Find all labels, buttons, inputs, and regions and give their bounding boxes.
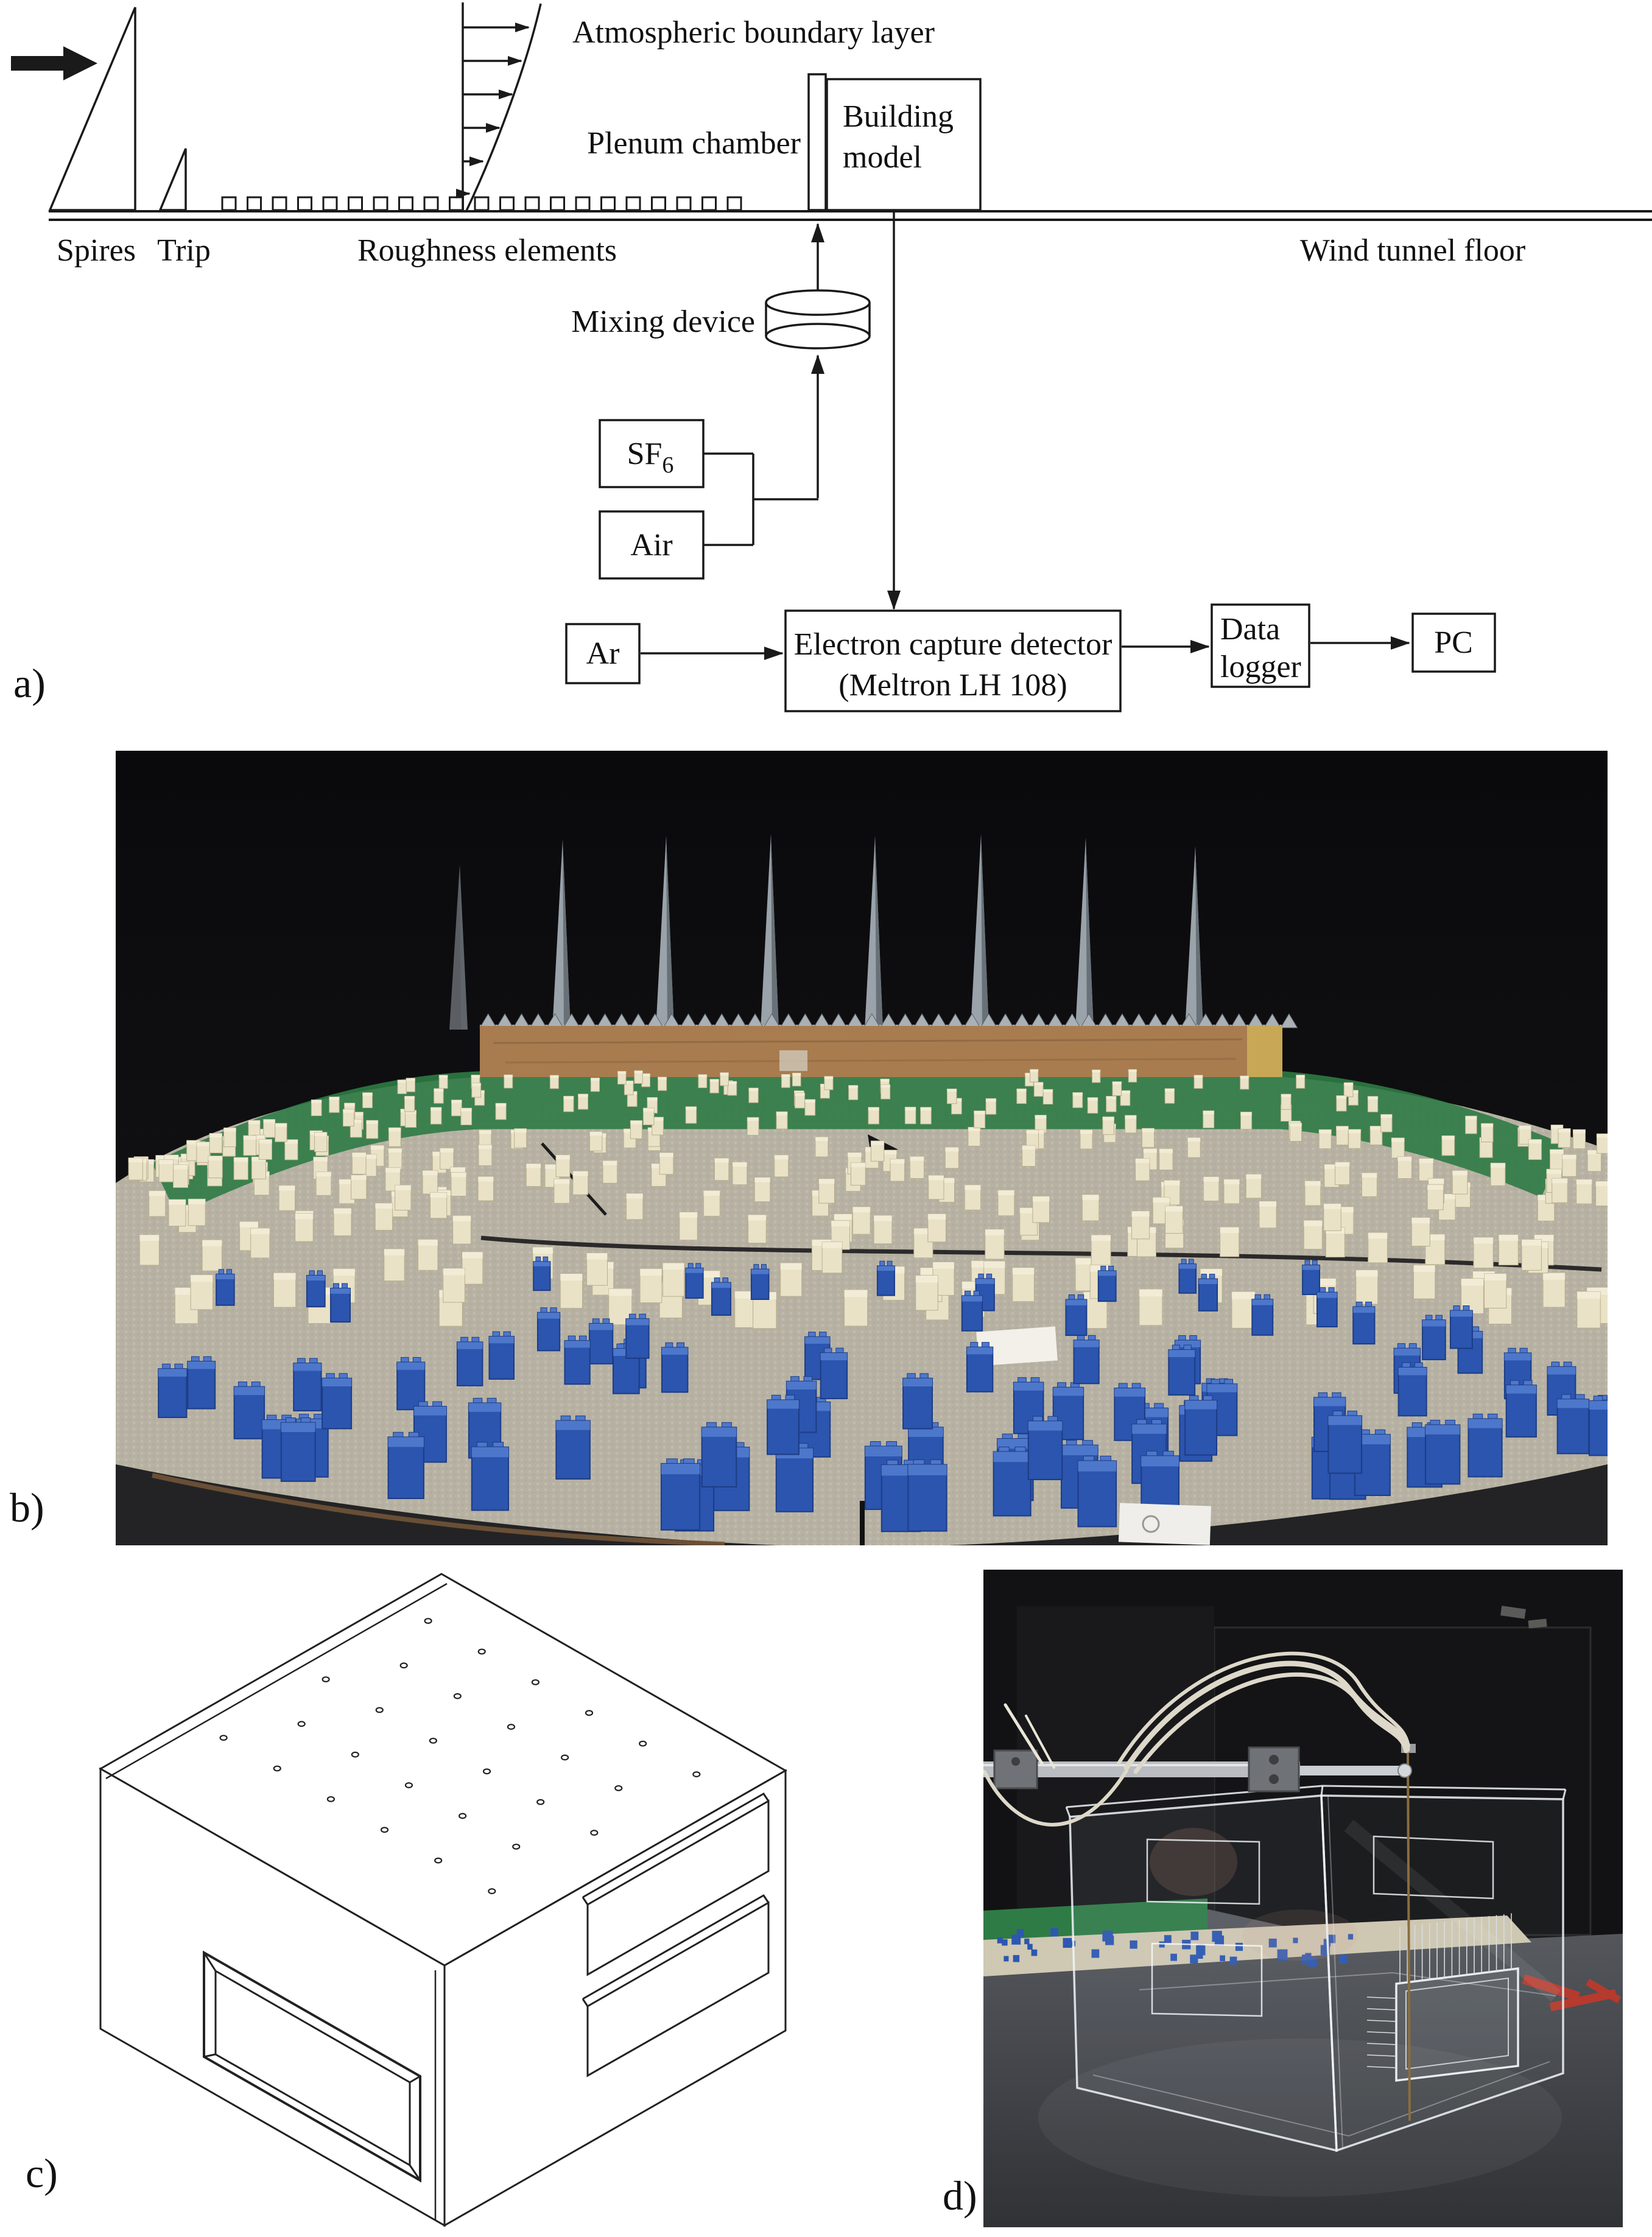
paper-scrap (1118, 1503, 1212, 1545)
panel-b-photo (116, 751, 1608, 1545)
label-mixing-device: Mixing device (571, 304, 755, 339)
label-pc: PC (1434, 625, 1473, 660)
panel-d-photo (983, 1570, 1623, 2227)
reflection-blob (1150, 1828, 1237, 1896)
tunnel-floor-edge (116, 1464, 1608, 1545)
wall-tape-bits (1500, 1606, 1547, 1629)
model-lid-edge (105, 1582, 448, 2220)
roughness-elements-row (221, 196, 742, 211)
measurement-rake (1366, 1913, 1519, 2082)
wood-board-edge (152, 1473, 725, 1545)
spire-shape (48, 7, 136, 211)
plenum-duct-shape (807, 73, 827, 211)
background-blue-blocks (997, 1928, 1354, 1967)
model-right-face (443, 1769, 787, 2227)
label-air: Air (630, 528, 672, 563)
data-logger-box (1211, 603, 1310, 688)
pc-box (1411, 613, 1496, 673)
panel-a-letter: a) (13, 660, 46, 706)
floor-sheen (1038, 2039, 1562, 2197)
label-sf6: SF6 (627, 437, 674, 478)
floor-seam (860, 1501, 865, 1545)
wind-tunnel-floor-lines (49, 210, 1652, 221)
red-tape-marks (1522, 1974, 1621, 2012)
supply-tubes (983, 1651, 1410, 1827)
etched-windows (1146, 1835, 1494, 2017)
wooden-plank (480, 1026, 1282, 1077)
diagram-connectors (641, 212, 1410, 660)
sf6-box (599, 419, 705, 488)
ecd-box (784, 609, 1122, 712)
rake-pins (1366, 1913, 1512, 2068)
panel-c-model-drawing (98, 1573, 788, 2227)
panel-b-letter: b) (10, 1484, 44, 1531)
label-roughness-elements: Roughness elements (357, 233, 617, 268)
label-wind-tunnel-floor: Wind tunnel floor (1300, 233, 1526, 268)
label-plenum-chamber: Plenum chamber (587, 126, 801, 161)
label-ecd-line1: Electron capture detector (794, 627, 1112, 662)
building-model-box (826, 78, 982, 211)
label-building-model-line1: Building (843, 99, 954, 134)
label-building-model-line2: model (843, 140, 922, 175)
tunnel-spires (449, 834, 1203, 1030)
blue-blocks (158, 1256, 1608, 1533)
ar-box (565, 623, 641, 684)
label-data-logger-line2: logger (1220, 650, 1301, 684)
label-data-logger-line1: Data (1220, 612, 1280, 647)
panel-a-diagram: Atmospheric boundary layer Plenum chambe… (11, 2, 1652, 712)
model-right-slots (582, 1793, 770, 2077)
label-ar: Ar (586, 636, 620, 671)
label-spires: Spires (57, 233, 136, 268)
inflow-arrow-icon (11, 46, 97, 80)
source-tube (1407, 1752, 1411, 2121)
model-left-opening (203, 1950, 421, 2183)
acrylic-box (1065, 1744, 1567, 2152)
label-trip: Trip (157, 233, 211, 268)
model-top-taps (219, 1618, 701, 1894)
panel-c-letter: c) (26, 2150, 58, 2196)
box-interior-edges (1092, 1796, 1556, 2149)
velocity-profile (456, 2, 542, 211)
air-box (599, 510, 705, 580)
label-atmospheric-boundary-layer: Atmospheric boundary layer (572, 15, 935, 50)
panel-d-letter: d) (943, 2172, 977, 2219)
traverse-rod (983, 1746, 1412, 1793)
trip-shape (158, 148, 187, 211)
paper-marker (976, 1326, 1058, 1366)
mixing-device-shape (765, 289, 871, 349)
tunnel-floor (983, 1909, 1623, 2227)
label-ecd-line2: (Meltron LH 108) (838, 668, 1067, 703)
